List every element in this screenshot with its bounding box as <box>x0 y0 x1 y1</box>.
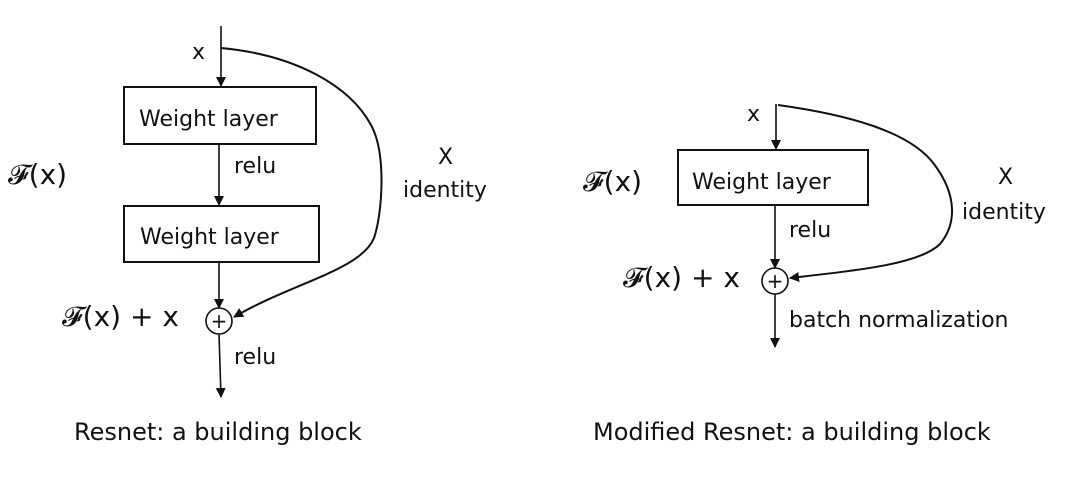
left-plus-label: + <box>211 309 228 333</box>
left-fx-label: 𝓕(x) <box>8 158 67 191</box>
right-identity-x-label: X <box>998 165 1013 190</box>
left-weight-layer-2-label: Weight layer <box>140 225 280 250</box>
right-identity-connection <box>777 104 953 282</box>
left-identity-x-label: X <box>438 145 453 170</box>
left-input-label: x <box>192 40 205 65</box>
left-relu-mid-label: relu <box>234 154 276 179</box>
right-sum-label: 𝓕(x) + x <box>623 261 740 294</box>
right-block: x Weight layer 𝓕(x) relu + 𝓕(x) + x X id… <box>583 102 1046 446</box>
left-weight-layer-1-label: Weight layer <box>139 107 279 132</box>
right-batch-normalization-label: batch normalization <box>789 308 1008 333</box>
right-relu-label: relu <box>789 218 831 243</box>
left-weight-layer-2-box <box>123 205 320 263</box>
left-identity-label: identity <box>403 178 487 203</box>
left-caption: Resnet: a building block <box>74 418 362 446</box>
right-caption: Modified Resnet: a building block <box>593 418 991 446</box>
left-output-arrow <box>215 333 226 398</box>
left-block: x Weight layer relu Weight layer 𝓕(x) + … <box>8 26 487 446</box>
left-relu-out-label: relu <box>234 345 276 370</box>
right-weight-layer-label: Weight layer <box>692 170 832 195</box>
right-plus-label: + <box>767 269 784 293</box>
left-sum-label: 𝓕(x) + x <box>62 300 179 333</box>
right-fx-label: 𝓕(x) <box>583 165 642 198</box>
left-weight-layer-1-box <box>123 86 317 145</box>
right-identity-label: identity <box>962 200 1046 225</box>
right-weight-layer-box <box>677 149 869 206</box>
right-input-label: x <box>747 102 760 127</box>
left-identity-connection <box>220 47 383 318</box>
